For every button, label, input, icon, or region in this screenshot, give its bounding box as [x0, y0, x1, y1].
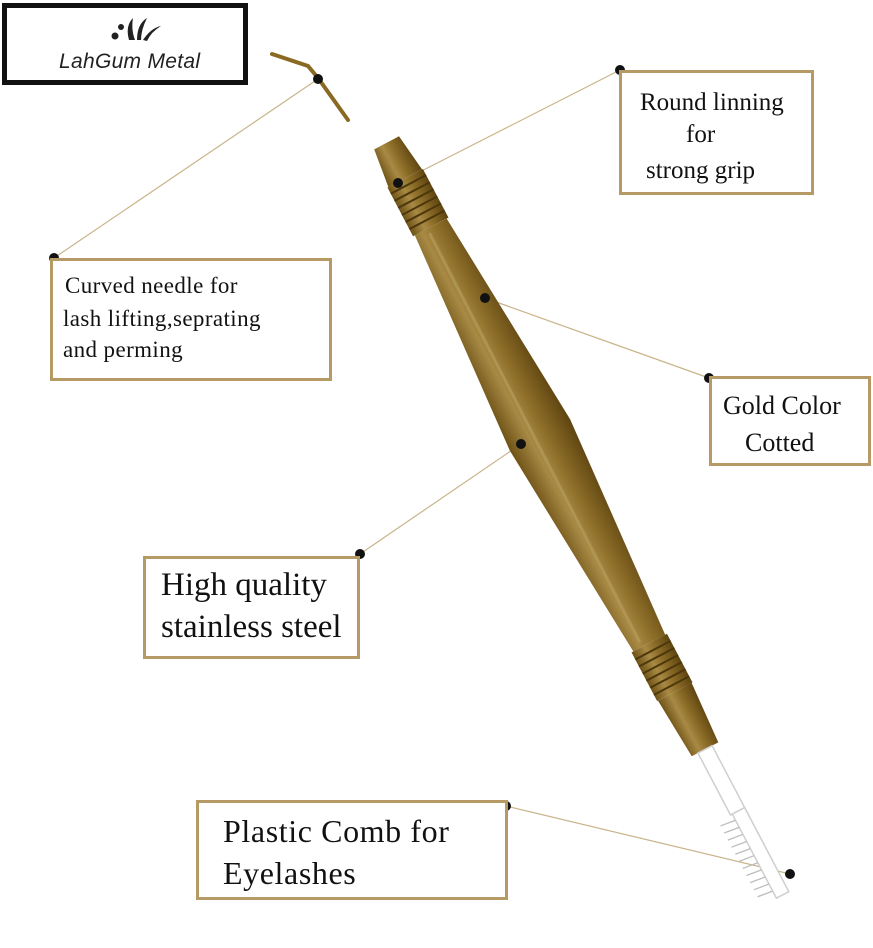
flower-fan-icon	[111, 18, 161, 41]
plastic-comb	[720, 806, 790, 900]
callout-grip-line2: for	[686, 121, 716, 148]
lash-tool	[270, 52, 790, 900]
leader-line-steel	[359, 443, 522, 555]
front-tip	[374, 136, 423, 188]
callout-steel: High quality stainless steel	[143, 556, 360, 659]
callout-color-line2: Cotted	[745, 428, 815, 457]
callout-comb-line2: Eyelashes	[223, 855, 357, 891]
callout-grip: Round linning for strong grip	[619, 70, 814, 195]
leader-line-color	[484, 297, 710, 379]
leader-line-grip	[397, 69, 621, 184]
comb-stem	[696, 744, 746, 817]
dot-comb	[785, 869, 795, 879]
callout-comb: Plastic Comb for Eyelashes	[196, 800, 508, 900]
curved-needle	[270, 52, 350, 122]
brand-logo: LahGum Metal	[2, 3, 248, 85]
leader-lines	[53, 69, 791, 875]
callout-comb-line1: Plastic Comb for	[223, 813, 450, 849]
callout-needle-line3: and perming	[63, 337, 184, 362]
callout-grip-line1: Round linning	[640, 89, 784, 116]
handle-body	[414, 218, 666, 652]
callout-grip-line3: strong grip	[646, 157, 756, 184]
callout-needle-line1: Curved needle for	[65, 273, 238, 298]
dot-steel	[516, 439, 526, 449]
callout-color: Gold Color Cotted	[709, 376, 871, 466]
dot-needle	[313, 74, 323, 84]
callout-needle: Curved needle for lash lifting,seprating…	[50, 258, 332, 381]
callout-steel-line2: stainless steel	[161, 609, 342, 645]
front-threads	[387, 168, 449, 237]
rear-threads	[631, 633, 693, 702]
dot-color	[480, 293, 490, 303]
dot-grip	[393, 178, 403, 188]
callout-needle-line2: lash lifting,seprating	[63, 306, 261, 331]
leader-line-needle	[53, 78, 319, 259]
rear-cap	[657, 682, 719, 757]
leader-line-comb	[505, 805, 791, 875]
brand-name: LahGum Metal	[59, 50, 201, 73]
callout-color-line1: Gold Color	[723, 391, 841, 420]
callout-steel-line1: High quality	[161, 567, 327, 603]
